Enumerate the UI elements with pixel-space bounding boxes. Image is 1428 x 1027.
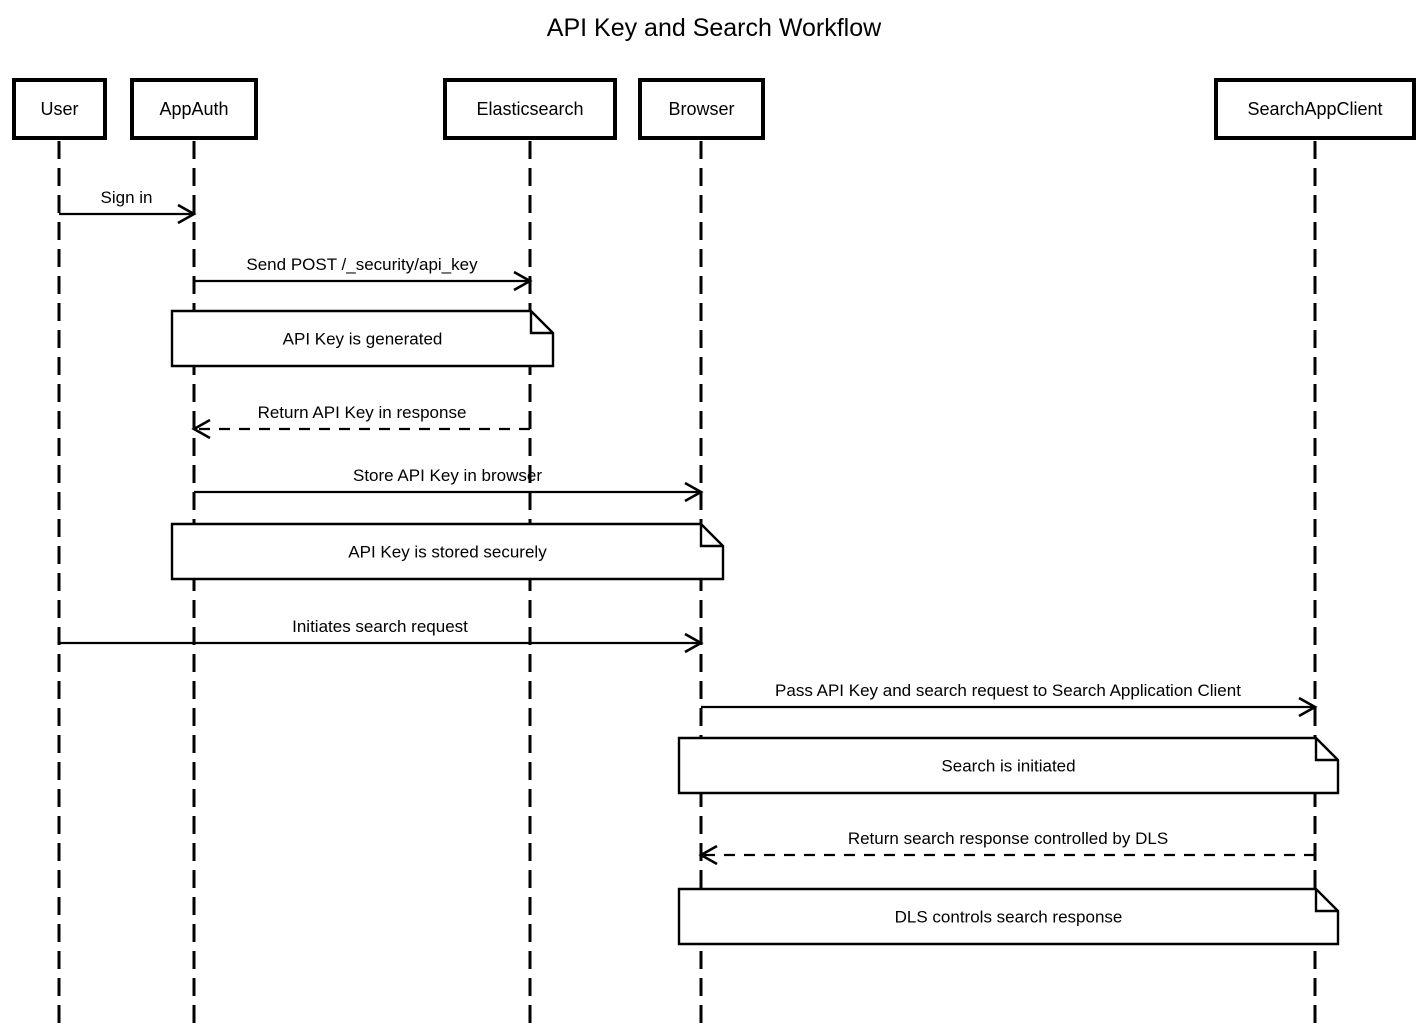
participant-label-sac: SearchAppClient <box>1247 99 1382 119</box>
note-n3[interactable]: Search is initiated <box>677 736 1340 795</box>
message-arrowhead-m1 <box>177 203 197 225</box>
message-label-m4: Store API Key in browser <box>353 466 542 485</box>
message-arrowhead-m5 <box>684 632 704 654</box>
message-label-m7: Return search response controlled by DLS <box>848 829 1168 848</box>
participant-label-user: User <box>40 99 78 119</box>
note-shape-n2 <box>170 522 725 581</box>
message-m2[interactable]: Send POST /_security/api_key <box>194 255 533 292</box>
message-label-m6: Pass API Key and search request to Searc… <box>775 681 1241 700</box>
note-fold-n3 <box>1314 738 1338 762</box>
participant-user[interactable]: User <box>12 78 107 140</box>
note-fold-n2 <box>699 524 723 548</box>
note-fold-n1 <box>529 311 553 335</box>
note-fold-n4 <box>1314 889 1338 913</box>
messages-group: Sign in Send POST /_security/api_keyRetur… <box>59 188 1318 866</box>
message-m6[interactable]: Pass API Key and search request to Searc… <box>701 681 1318 718</box>
participant-label-appauth: AppAuth <box>159 99 228 119</box>
message-label-m3: Return API Key in response <box>258 403 467 422</box>
message-arrowhead-m6 <box>1298 696 1318 718</box>
diagram-title: API Key and Search Workflow <box>547 14 882 42</box>
lifelines-group <box>57 141 1317 1027</box>
participant-appauth[interactable]: AppAuth <box>130 78 258 140</box>
note-label-n2: API Key is stored securely <box>348 543 547 562</box>
message-arrowhead-m4 <box>684 481 704 503</box>
note-n4[interactable]: DLS controls search response <box>677 887 1340 946</box>
note-shape-n3 <box>677 736 1340 795</box>
participant-box-appauth <box>130 78 258 140</box>
message-m5[interactable]: Initiates search request <box>59 617 704 654</box>
participants-group: User AppAuth Elasticsearch Browser SearchApp… <box>12 78 1416 140</box>
participant-box-es <box>443 78 617 140</box>
note-n1[interactable]: API Key is generated <box>170 309 555 368</box>
note-label-n4: DLS controls search response <box>895 908 1123 927</box>
participant-label-browser: Browser <box>668 99 734 119</box>
message-label-m5: Initiates search request <box>292 617 468 636</box>
note-label-n1: API Key is generated <box>283 330 443 349</box>
note-shape-n4 <box>677 887 1340 946</box>
message-m7[interactable]: Return search response controlled by DLS <box>698 829 1315 866</box>
note-shape-n1 <box>170 309 555 368</box>
message-arrowhead-m2 <box>513 270 533 292</box>
participant-box-sac <box>1214 78 1416 140</box>
message-label-m2: Send POST /_security/api_key <box>246 255 478 274</box>
message-m3[interactable]: Return API Key in response <box>191 403 530 440</box>
note-label-n3: Search is initiated <box>941 757 1075 776</box>
message-m1[interactable]: Sign in <box>59 188 197 225</box>
message-arrowhead-m7 <box>698 844 718 866</box>
message-label-m1: Sign in <box>101 188 153 207</box>
message-m4[interactable]: Store API Key in browser <box>194 466 704 503</box>
participant-label-es: Elasticsearch <box>476 99 583 119</box>
note-n2[interactable]: API Key is stored securely <box>170 522 725 581</box>
participant-box-browser <box>638 78 765 140</box>
participant-sac[interactable]: SearchAppClient <box>1214 78 1416 140</box>
participant-box-user <box>12 78 107 140</box>
message-arrowhead-m3 <box>191 418 211 440</box>
participant-browser[interactable]: Browser <box>638 78 765 140</box>
participant-es[interactable]: Elasticsearch <box>443 78 617 140</box>
